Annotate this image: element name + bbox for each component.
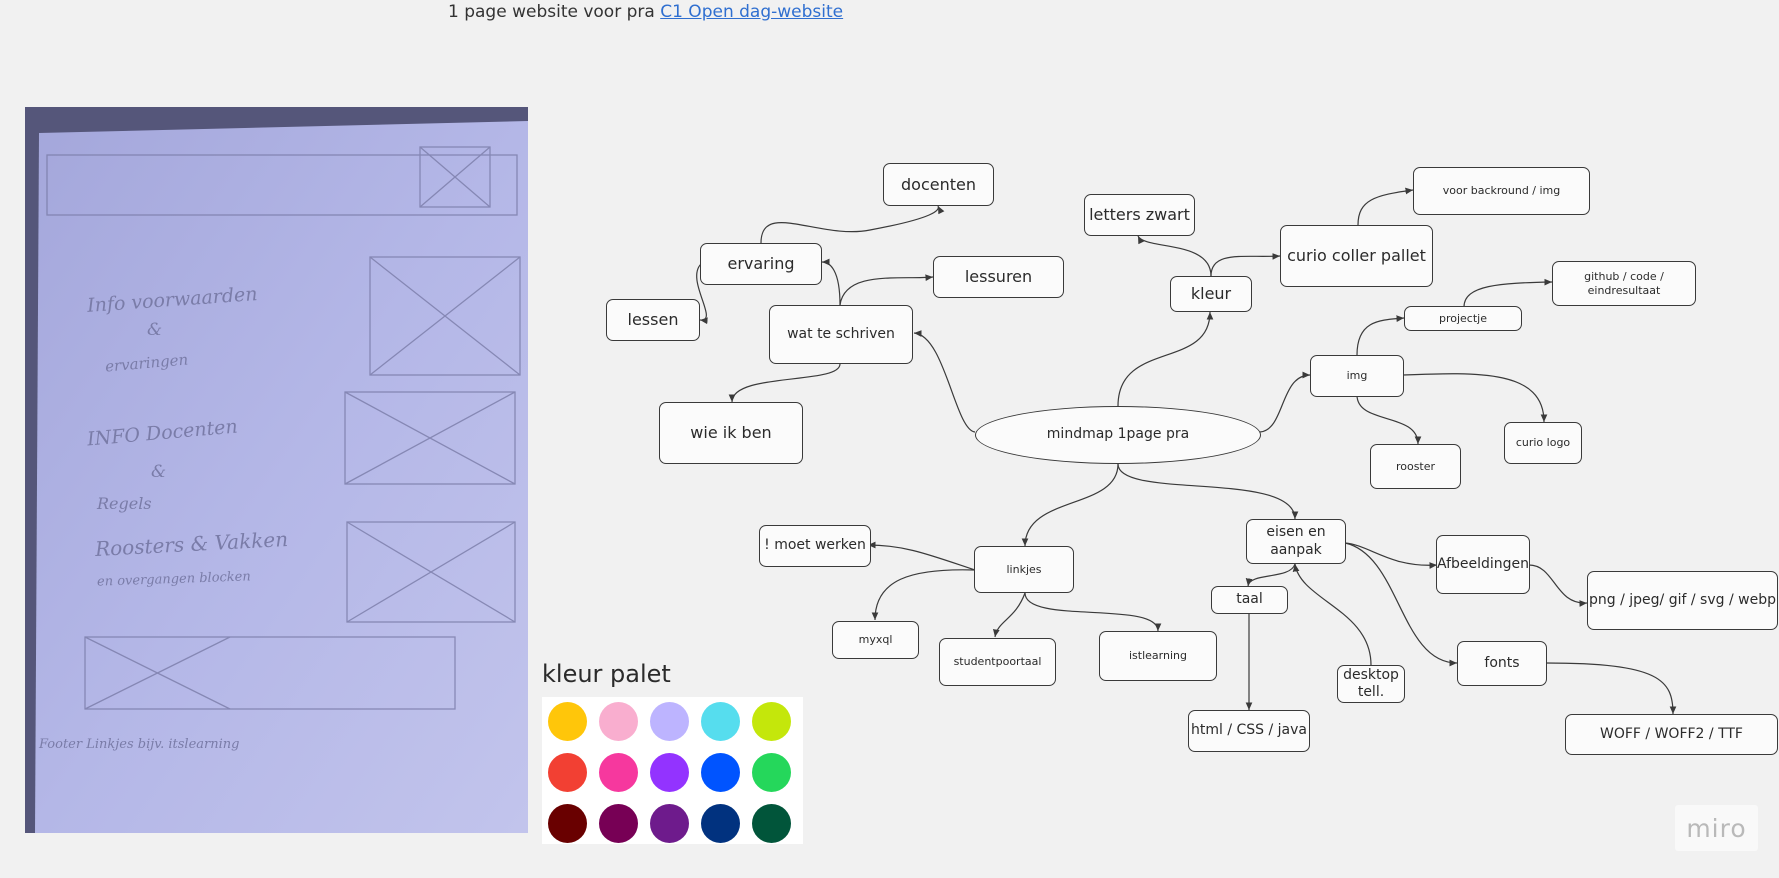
node-wat-te-schriven[interactable]: wat te schriven xyxy=(769,305,913,364)
miro-logo: miro xyxy=(1675,805,1758,851)
sketch-image xyxy=(25,107,528,833)
edge-center-kleur xyxy=(1117,311,1214,407)
edge-wat-lessuren xyxy=(839,274,934,306)
node-curio-logo[interactable]: curio logo xyxy=(1504,422,1582,464)
sketch-text-2: & xyxy=(147,320,163,340)
node-woff[interactable]: WOFF / WOFF2 / TTF xyxy=(1565,714,1778,755)
node-eisen-en-aanpak[interactable]: eisen en aanpak xyxy=(1246,519,1346,564)
palette-swatch[interactable] xyxy=(752,753,791,792)
palette-swatch[interactable] xyxy=(650,702,689,741)
node-github-label: github / code / eindresultaat xyxy=(1584,269,1664,297)
edge-linkjes-moet xyxy=(867,541,976,571)
palette-swatch[interactable] xyxy=(599,804,638,843)
edge-kleur-curio xyxy=(1210,253,1281,277)
node-lessuren[interactable]: lessuren xyxy=(933,256,1064,298)
edge-ervaring-docenten xyxy=(760,205,945,244)
edge-center-linkjes xyxy=(1021,463,1119,547)
edge-afbeeldingen-png xyxy=(1528,564,1588,607)
node-desktop-label: desktop tell. xyxy=(1343,666,1399,701)
node-img[interactable]: img xyxy=(1310,355,1404,397)
sketch-text-9: Footer Linkjes bijv. itslearning xyxy=(39,737,240,752)
edge-wat-ervaring xyxy=(821,258,841,306)
palette-swatch[interactable] xyxy=(701,702,740,741)
palette-swatch[interactable] xyxy=(548,804,587,843)
edge-linkjes-myxql xyxy=(871,569,976,621)
node-taal[interactable]: taal xyxy=(1211,586,1288,614)
node-ervaring[interactable]: ervaring xyxy=(700,243,822,285)
edge-wat-wie xyxy=(728,363,841,403)
palette-swatch[interactable] xyxy=(650,753,689,792)
edge-projectje-github xyxy=(1463,278,1553,308)
node-afbeeldingen[interactable]: Afbeeldingen xyxy=(1436,535,1530,594)
edge-curio-voor xyxy=(1357,187,1414,226)
sketch-text-5: & xyxy=(151,462,167,482)
palette-swatch[interactable] xyxy=(701,804,740,843)
edge-desktop-eisen xyxy=(1292,563,1372,666)
header-text: 1 page website voor pra xyxy=(448,2,655,22)
node-voor-backround[interactable]: voor backround / img xyxy=(1413,167,1590,215)
node-html-css-java[interactable]: html / CSS / java xyxy=(1188,710,1310,752)
node-linkjes[interactable]: linkjes xyxy=(974,546,1074,593)
node-fonts[interactable]: fonts xyxy=(1457,641,1547,686)
palette-swatch[interactable] xyxy=(752,804,791,843)
palette-swatch[interactable] xyxy=(650,804,689,843)
node-moet-werken[interactable]: ! moet werken xyxy=(759,525,871,567)
node-lessen[interactable]: lessen xyxy=(606,299,700,341)
edge-eisen-taal xyxy=(1245,563,1296,587)
edge-eisen-fonts xyxy=(1344,542,1458,667)
edge-center-eisen xyxy=(1117,463,1299,520)
edge-center-wat xyxy=(913,330,976,433)
node-kleur[interactable]: kleur xyxy=(1170,276,1252,312)
node-eisen-label: eisen en aanpak xyxy=(1266,524,1326,558)
edge-ervaring-lessen xyxy=(696,263,708,325)
edge-img-curio-logo xyxy=(1402,373,1548,423)
node-myxql[interactable]: myxql xyxy=(832,621,919,659)
edge-fonts-woff xyxy=(1545,662,1677,715)
edge-linkjes-ist xyxy=(1024,592,1162,632)
node-github[interactable]: github / code / eindresultaat xyxy=(1552,261,1696,306)
node-png-formats[interactable]: png / jpeg/ gif / svg / webp xyxy=(1587,571,1778,630)
node-wie-ik-ben[interactable]: wie ik ben xyxy=(659,402,803,464)
node-projectje[interactable]: projectje xyxy=(1404,306,1522,331)
edge-linkjes-student xyxy=(993,592,1026,638)
palette-swatch[interactable] xyxy=(752,702,791,741)
edge-img-projectje xyxy=(1356,315,1405,356)
edge-img-rooster xyxy=(1356,394,1422,445)
palette-swatch[interactable] xyxy=(599,702,638,741)
node-curio-coller-pallet[interactable]: curio coller pallet xyxy=(1280,225,1433,287)
header-link[interactable]: C1 Open dag-website xyxy=(660,2,844,22)
palette-title: kleur palet xyxy=(542,660,671,688)
palette-swatch[interactable] xyxy=(548,702,587,741)
node-rooster[interactable]: rooster xyxy=(1370,444,1461,489)
color-palette[interactable] xyxy=(542,697,803,844)
palette-swatch[interactable] xyxy=(548,753,587,792)
board-header: 1 page website voor pra C1 Open dag-webs… xyxy=(448,2,843,22)
node-istlearning[interactable]: istlearning xyxy=(1099,631,1217,681)
node-letters-zwart[interactable]: letters zwart xyxy=(1084,194,1195,236)
node-docenten[interactable]: docenten xyxy=(883,163,994,206)
mindmap-center-node[interactable]: mindmap 1page pra xyxy=(975,406,1261,464)
wireframe-sketch-photo[interactable]: Info voorwaarden & ervaringen INFO Docen… xyxy=(25,107,528,833)
edge-center-img xyxy=(1259,371,1311,433)
sketch-text-6: Regels xyxy=(97,494,152,513)
node-studentpoortaal[interactable]: studentpoortaal xyxy=(939,638,1056,686)
node-desktop-tell[interactable]: desktop tell. xyxy=(1337,665,1405,703)
edge-kleur-letters xyxy=(1137,235,1212,277)
palette-swatch[interactable] xyxy=(599,753,638,792)
edge-eisen-afbeeldingen xyxy=(1344,542,1438,569)
palette-swatch[interactable] xyxy=(701,753,740,792)
